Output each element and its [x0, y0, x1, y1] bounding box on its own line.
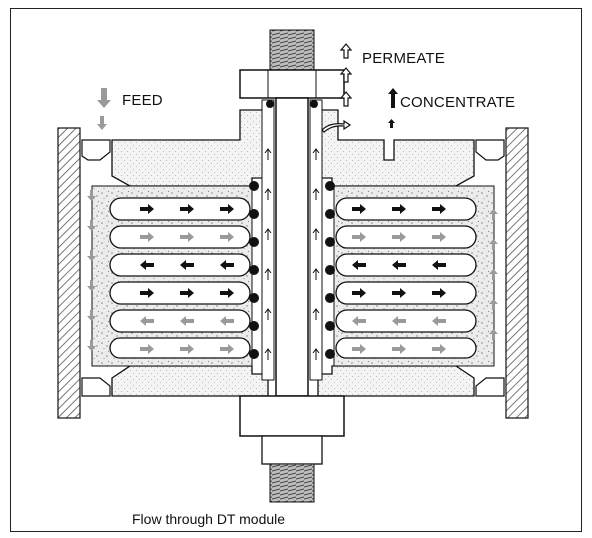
right-housing-wall: [505, 127, 529, 419]
channel-flow-arrows-right: [352, 204, 446, 354]
bottom-washer: [261, 435, 323, 465]
top-nut: [239, 69, 345, 99]
bottom-flange-right: [475, 377, 505, 397]
bottom-cover-plate-right: [317, 365, 475, 397]
bottom-cover-plate: [111, 365, 269, 397]
top-flange-right: [475, 139, 505, 161]
bottom-flange-left: [81, 377, 111, 397]
concentrate-label: CONCENTRATE: [400, 94, 516, 111]
top-cover-plate: [111, 109, 269, 187]
feed-arrow-icon: [97, 88, 111, 108]
concentrate-arrow-icon: [388, 88, 398, 128]
tension-rod-bottom-thread: [269, 463, 315, 503]
figure-caption: Flow through DT module: [132, 511, 286, 527]
figure-frame: [10, 8, 582, 532]
feed-flow-arrows: [87, 116, 498, 351]
channel-flow-arrows-left: [140, 204, 234, 354]
o-ring-seals: [249, 100, 335, 359]
feed-label: FEED: [122, 92, 163, 109]
permeate-label: PERMEATE: [362, 50, 446, 67]
permeate-rod-arrows: [264, 148, 320, 360]
permeate-arrow-icon: [321, 43, 353, 133]
left-housing-wall: [57, 127, 81, 419]
top-flange-left: [81, 139, 111, 161]
tension-rod: [275, 97, 309, 397]
top-cover-plate-right: [317, 109, 475, 187]
right-membrane-cushions: [335, 197, 477, 359]
tension-rod-top-thread: [269, 29, 315, 71]
bottom-nut: [239, 395, 345, 437]
